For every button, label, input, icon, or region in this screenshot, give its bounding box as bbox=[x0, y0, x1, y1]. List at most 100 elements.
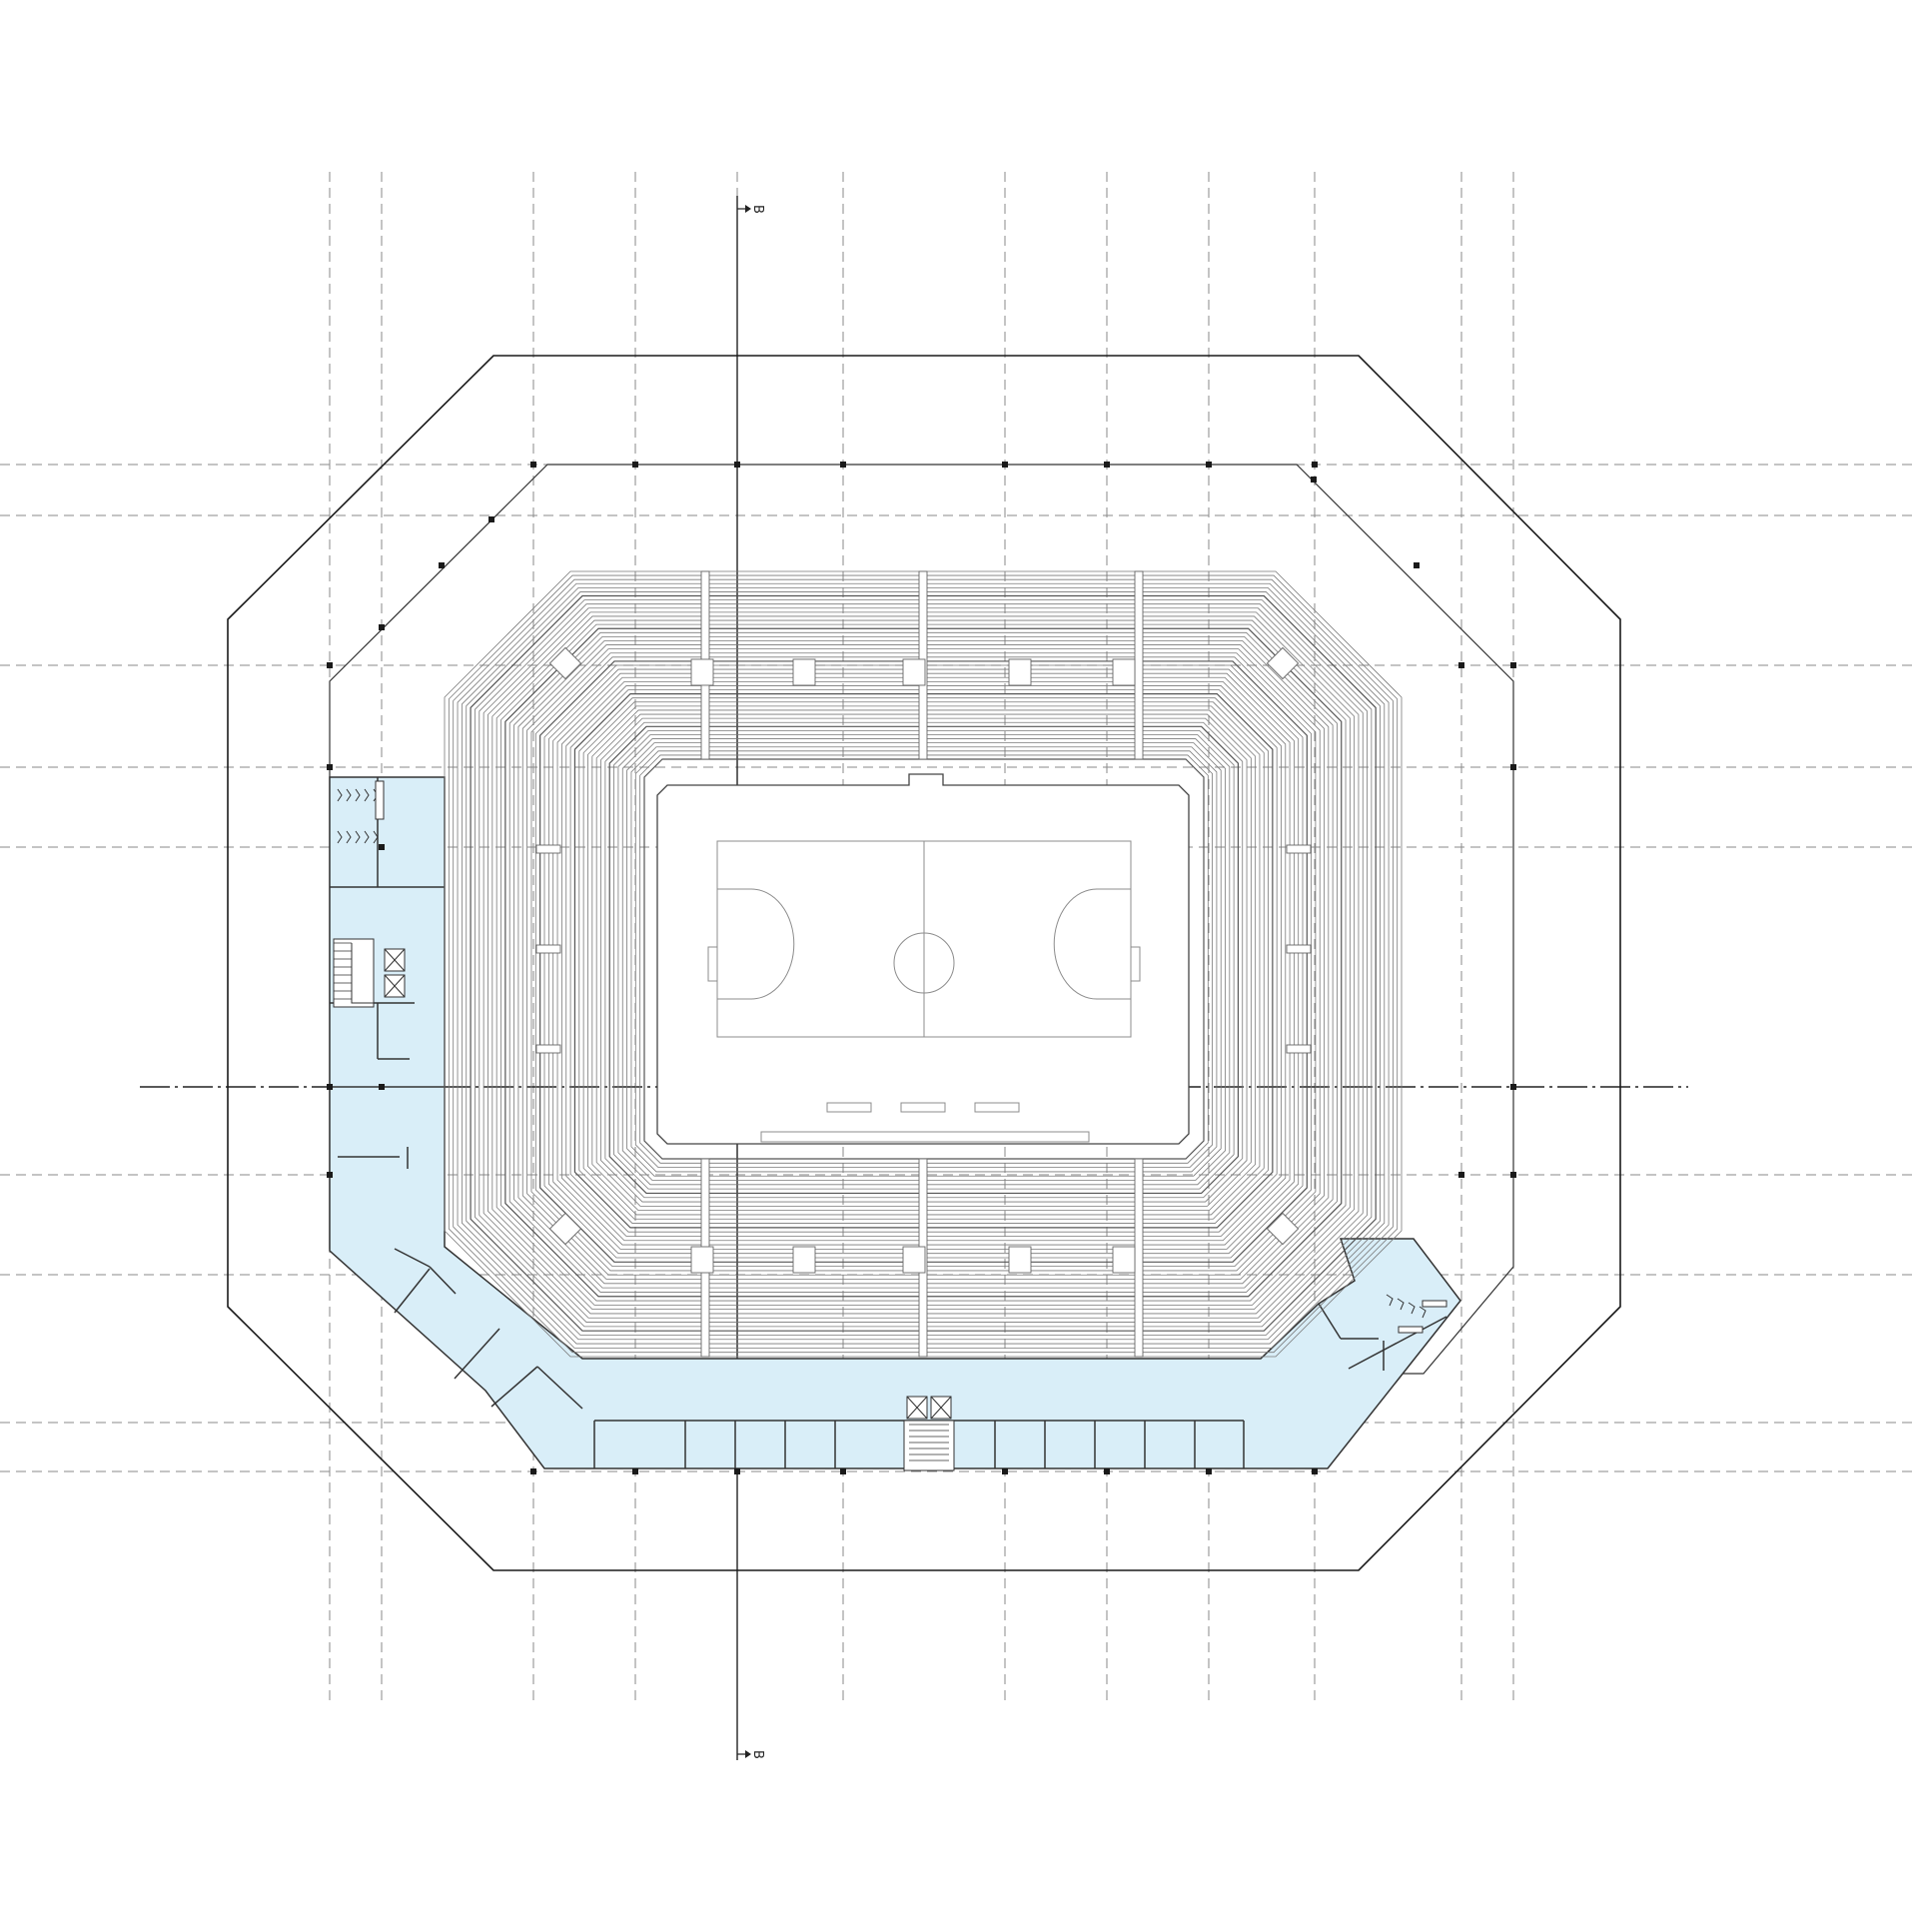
goal-area-left bbox=[717, 888, 795, 1000]
aisle-east bbox=[1286, 1044, 1312, 1054]
column bbox=[1206, 1468, 1212, 1474]
stair-icon bbox=[333, 938, 375, 1008]
column bbox=[530, 462, 536, 468]
seat-row bbox=[595, 713, 1252, 1207]
concourse-zone bbox=[329, 776, 1461, 1469]
section-arrow-icon bbox=[737, 1750, 751, 1758]
vomitory bbox=[690, 658, 714, 686]
seat-row bbox=[613, 729, 1235, 1190]
column bbox=[1458, 1172, 1464, 1178]
seat-row bbox=[482, 607, 1364, 1319]
column bbox=[488, 516, 494, 522]
column bbox=[327, 764, 333, 770]
seat-row bbox=[578, 697, 1269, 1224]
vomitory bbox=[902, 658, 926, 686]
wc-cubicle bbox=[364, 830, 370, 844]
seat-row bbox=[461, 586, 1386, 1341]
vomitory bbox=[1008, 1246, 1032, 1274]
vomitory bbox=[1112, 1246, 1136, 1274]
toilet-fixture-icon bbox=[1386, 1294, 1447, 1334]
seat-row bbox=[530, 652, 1317, 1272]
seat-row bbox=[552, 672, 1295, 1250]
column bbox=[840, 462, 846, 468]
wash-basin-counter bbox=[375, 780, 385, 820]
seat-row bbox=[521, 644, 1325, 1280]
wc-cubicle bbox=[355, 788, 361, 802]
columns bbox=[327, 462, 1516, 1474]
seat-row bbox=[534, 656, 1313, 1268]
column bbox=[1312, 462, 1318, 468]
wc-cubicle bbox=[1419, 1306, 1427, 1319]
aisle-west bbox=[535, 844, 561, 854]
seat-row bbox=[587, 705, 1261, 1216]
vomitory bbox=[1112, 658, 1136, 686]
column bbox=[1510, 662, 1516, 668]
wc-cubicle bbox=[364, 788, 370, 802]
corner-vomitory bbox=[1266, 1212, 1300, 1246]
column bbox=[734, 462, 740, 468]
column bbox=[632, 1468, 638, 1474]
column bbox=[1414, 562, 1420, 568]
section-marker-top: B bbox=[750, 205, 765, 214]
aisle-west bbox=[535, 1044, 561, 1054]
toilet-fixture-icon bbox=[337, 780, 385, 844]
seat-row bbox=[639, 754, 1209, 1164]
vomitory bbox=[1008, 658, 1032, 686]
wash-basin-counter bbox=[1422, 1300, 1447, 1308]
column bbox=[1458, 662, 1464, 668]
section-marker-bottom: B bbox=[750, 1750, 765, 1759]
column bbox=[1510, 1172, 1516, 1178]
column bbox=[1510, 1084, 1516, 1090]
wc-cubicle bbox=[1408, 1302, 1416, 1315]
seat-row bbox=[591, 709, 1257, 1212]
seating-tier-edge bbox=[608, 725, 1240, 1195]
column bbox=[1312, 1468, 1318, 1474]
seat-row bbox=[621, 738, 1226, 1181]
column bbox=[1311, 477, 1317, 483]
wc-cubicle bbox=[373, 830, 379, 844]
seat-row bbox=[582, 701, 1265, 1220]
seat-row bbox=[487, 611, 1360, 1315]
seat-row bbox=[565, 685, 1282, 1237]
bench-strip bbox=[760, 1131, 1090, 1143]
aisle-east bbox=[1286, 844, 1312, 854]
column bbox=[734, 1468, 740, 1474]
column bbox=[327, 1172, 333, 1178]
seating-tier-edge bbox=[539, 660, 1308, 1263]
court-boundary bbox=[656, 773, 1190, 1145]
column bbox=[379, 844, 385, 850]
seat-row bbox=[457, 582, 1390, 1345]
seat-row bbox=[626, 742, 1222, 1177]
wc-cubicle bbox=[337, 830, 343, 844]
column bbox=[1002, 1468, 1008, 1474]
arena-floor bbox=[656, 773, 1190, 1145]
seat-row bbox=[475, 599, 1373, 1328]
corner-vomitory bbox=[548, 646, 582, 680]
aisle-west bbox=[535, 944, 561, 954]
wc-cubicle bbox=[1397, 1298, 1405, 1311]
seat-row bbox=[604, 721, 1244, 1199]
wc-cubicle bbox=[355, 830, 361, 844]
aisle-south bbox=[1134, 1158, 1144, 1358]
seat-row bbox=[543, 664, 1304, 1259]
stair-icon bbox=[903, 1420, 955, 1471]
wc-cubicle bbox=[346, 830, 352, 844]
wash-basin-counter bbox=[1398, 1326, 1424, 1334]
wc-cubicle bbox=[1386, 1294, 1394, 1307]
goal-area-right bbox=[1053, 888, 1131, 1000]
seating-tier-edge bbox=[470, 594, 1377, 1332]
seating-tier-edge bbox=[573, 693, 1274, 1229]
seat-row bbox=[466, 591, 1381, 1336]
seat-row bbox=[453, 578, 1394, 1349]
seat-row bbox=[556, 676, 1291, 1246]
seat-row bbox=[517, 640, 1330, 1285]
stair-landing bbox=[351, 943, 374, 1004]
aisle-east bbox=[1286, 944, 1312, 954]
seat-row bbox=[448, 574, 1399, 1354]
aisles bbox=[535, 570, 1312, 1358]
column bbox=[1104, 1468, 1110, 1474]
aisle-north bbox=[1134, 570, 1144, 760]
column bbox=[1206, 462, 1212, 468]
column bbox=[439, 562, 445, 568]
column bbox=[1510, 764, 1516, 770]
